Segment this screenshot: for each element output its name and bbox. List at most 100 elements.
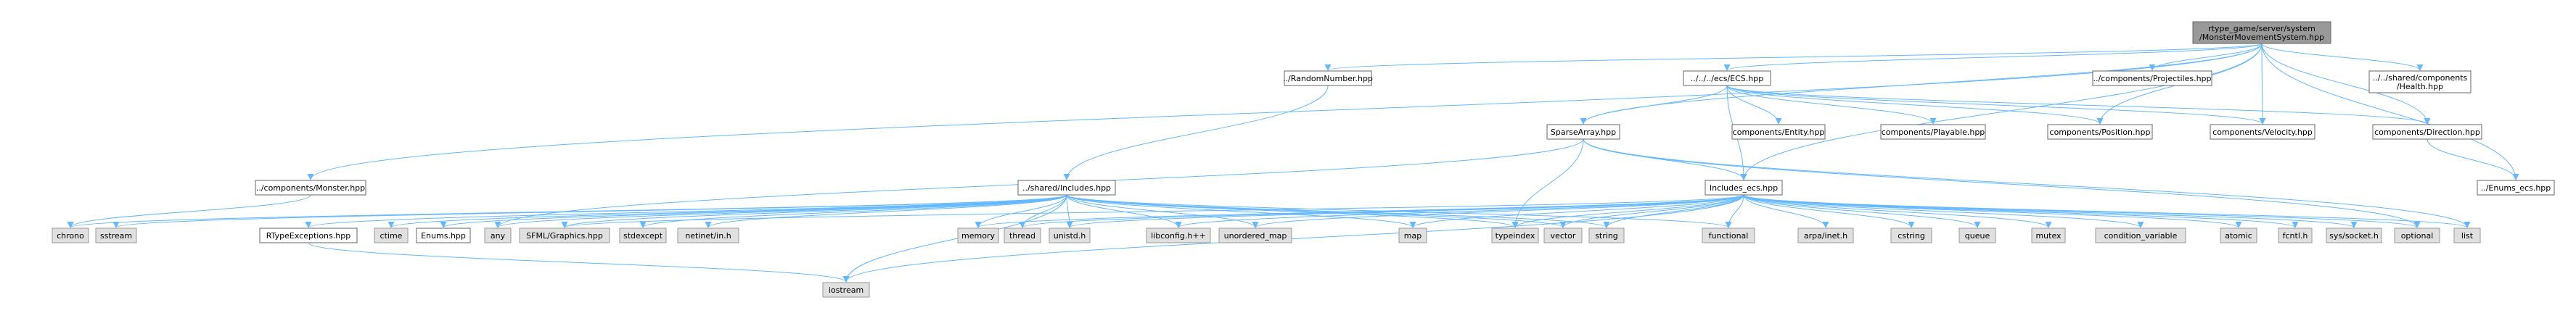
node-health-label: /Health.hpp xyxy=(2397,82,2443,91)
node-sparse-box xyxy=(1546,124,1620,140)
node-any: any xyxy=(484,228,512,243)
nodes: rtype_game/server/system/MonsterMovement… xyxy=(52,21,2555,298)
edge-sharedinc-to-enumshpp xyxy=(440,194,1067,228)
node-ecs-box xyxy=(1683,70,1771,86)
edge-sharedinc-to-sstream xyxy=(113,194,1067,228)
node-velocity-box xyxy=(2210,124,2315,140)
node-ctime-box xyxy=(374,228,409,243)
node-thread: thread xyxy=(1004,228,1041,243)
edge-sharedinc-to-ctime xyxy=(387,194,1067,228)
node-thread-box xyxy=(1004,228,1041,243)
node-projectiles-box xyxy=(2092,70,2212,86)
node-enumsecs-label: ../Enums_ecs.hpp xyxy=(2481,183,2551,193)
node-iostream: iostream xyxy=(822,282,870,298)
node-condvar-box xyxy=(2095,228,2186,243)
node-memory-box xyxy=(957,228,999,243)
node-vector-box xyxy=(1543,228,1583,243)
node-random-label: ../RandomNumber.hpp xyxy=(1283,74,1373,83)
edge-incecs-to-mutex xyxy=(1743,194,2052,228)
node-position[interactable]: components/Position.hpp xyxy=(2047,124,2153,140)
node-playable-box xyxy=(1880,124,1986,140)
node-optional-label: optional xyxy=(2401,231,2434,241)
node-random-box xyxy=(1284,70,1372,86)
node-random[interactable]: ../RandomNumber.hpp xyxy=(1283,70,1373,86)
node-velocity[interactable]: components/Velocity.hpp xyxy=(2210,124,2315,140)
edge-root-to-health xyxy=(2261,43,2424,71)
node-socket: sys/socket.h xyxy=(2326,228,2382,243)
edge-root-to-ecs xyxy=(1723,43,2263,71)
node-rtypeexc-box xyxy=(259,228,358,243)
node-mutex: mutex xyxy=(2031,228,2066,243)
node-socket-label: sys/socket.h xyxy=(2329,231,2379,241)
node-socket-box xyxy=(2326,228,2382,243)
node-direction-box xyxy=(2372,124,2482,140)
edge-sharedinc-to-any xyxy=(494,194,1067,228)
node-enumsecs[interactable]: ../Enums_ecs.hpp xyxy=(2477,180,2555,196)
node-typeindex-box xyxy=(1491,228,1539,243)
node-chrono-label: chrono xyxy=(57,231,84,241)
edge-incecs-to-queue xyxy=(1743,194,1981,228)
node-position-label: components/Position.hpp xyxy=(2050,128,2151,137)
node-unistd: unistd.h xyxy=(1049,228,1091,243)
node-condvar: condition_variable xyxy=(2095,228,2186,243)
edge-incecs-to-unistd xyxy=(1066,194,1744,228)
edge-sharedinc-to-libconfig xyxy=(1066,194,1182,228)
node-any-box xyxy=(484,228,512,243)
edge-ecs-to-entity xyxy=(1726,85,1782,125)
node-sparse[interactable]: SparseArray.hpp xyxy=(1546,124,1620,140)
edge-root-to-velocity xyxy=(2259,43,2266,125)
node-sharedinc[interactable]: ../shared/Includes.hpp xyxy=(1017,180,1116,196)
node-cstring-box xyxy=(1890,228,1932,243)
node-playable[interactable]: components/Playable.hpp xyxy=(1880,124,1986,140)
node-position-box xyxy=(2047,124,2153,140)
edge-ecs-to-sparse xyxy=(1580,85,1728,125)
node-rtypeexc[interactable]: RTypeExceptions.hpp xyxy=(259,228,358,243)
node-ctime: ctime xyxy=(374,228,409,243)
node-incecs-label: Includes_ecs.hpp xyxy=(1710,183,1778,193)
node-fcntl-label: fcntl.h xyxy=(2283,231,2308,241)
edge-sharedinc-to-map xyxy=(1066,194,1416,228)
edge-sparse-to-optional xyxy=(1583,138,2421,228)
edge-incecs-to-unordered xyxy=(1252,194,1744,228)
edge-sparse-to-typeindex xyxy=(1511,138,1584,228)
node-root-label: /MonsterMovementSystem.hpp xyxy=(2199,33,2324,42)
edge-ecs-to-velocity xyxy=(1726,85,2266,125)
node-root[interactable]: rtype_game/server/system/MonsterMovement… xyxy=(2192,21,2331,44)
node-arpainet-box xyxy=(1797,228,1854,243)
edge-incecs-to-functional xyxy=(1725,194,1744,228)
node-stdexcept-box xyxy=(619,228,667,243)
node-list: list xyxy=(2453,228,2481,243)
node-enumshpp[interactable]: Enums.hpp xyxy=(416,228,471,243)
node-direction[interactable]: components/Direction.hpp xyxy=(2372,124,2482,140)
node-entity[interactable]: components/Entity.hpp xyxy=(1731,124,1826,140)
node-stdexcept: stdexcept xyxy=(619,228,667,243)
node-sfml: SFML/Graphics.hpp xyxy=(519,228,610,243)
edge-incecs-to-typeindex xyxy=(1511,194,1744,228)
node-functional: functional xyxy=(1702,228,1755,243)
node-string-label: string xyxy=(1595,231,1618,241)
node-projectiles[interactable]: ../components/Projectiles.hpp xyxy=(2092,70,2212,86)
node-monster-box xyxy=(255,180,366,196)
node-sparse-label: SparseArray.hpp xyxy=(1551,128,1616,137)
node-libconfig-box xyxy=(1146,228,1211,243)
node-health-label: ../../shared/components xyxy=(2373,73,2468,83)
node-thread-label: thread xyxy=(1009,231,1035,241)
node-condvar-label: condition_variable xyxy=(2104,231,2178,241)
node-sfml-label: SFML/Graphics.hpp xyxy=(526,231,603,241)
node-netinet: netinet/in.h xyxy=(677,228,739,243)
node-health[interactable]: ../../shared/components/Health.hpp xyxy=(2368,70,2472,93)
node-monster[interactable]: ../components/Monster.hpp xyxy=(255,180,366,196)
edge-root-to-direction xyxy=(2261,43,2431,125)
node-root-label: rtype_game/server/system xyxy=(2208,24,2315,33)
node-incecs-box xyxy=(1705,180,1783,196)
node-playable-label: components/Playable.hpp xyxy=(1882,128,1985,137)
edge-sharedinc-to-typeindex xyxy=(1066,194,1519,228)
node-incecs[interactable]: Includes_ecs.hpp xyxy=(1705,180,1783,196)
node-typeindex-label: typeindex xyxy=(1496,231,1535,241)
node-memory: memory xyxy=(957,228,999,243)
node-ecs[interactable]: ../../../ecs/ECS.hpp xyxy=(1683,70,1771,86)
node-enumshpp-label: Enums.hpp xyxy=(421,231,466,241)
edge-incecs-to-socket xyxy=(1743,194,2358,228)
node-sharedinc-label: ../shared/Includes.hpp xyxy=(1022,183,1111,193)
node-optional: optional xyxy=(2394,228,2440,243)
